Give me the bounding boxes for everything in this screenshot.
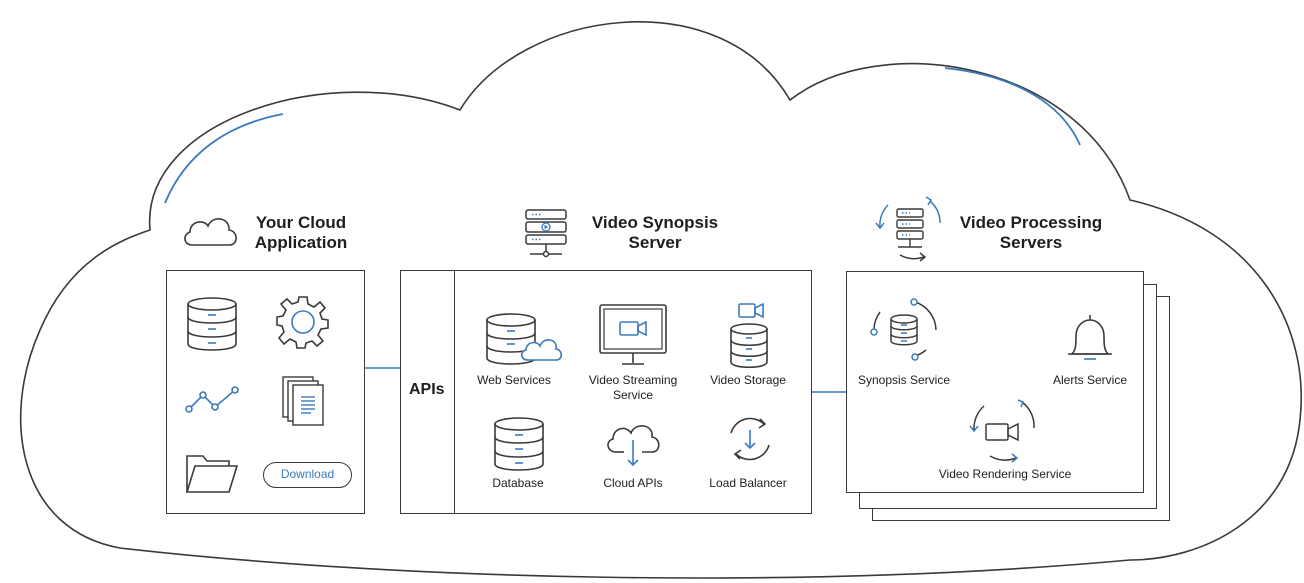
video-streaming-line1: Video Streaming — [588, 373, 678, 387]
database-label: Database — [492, 476, 544, 490]
database-cloud-icon — [486, 313, 563, 365]
load-balancer-icon — [730, 417, 770, 461]
processing-title-line2: Servers — [999, 233, 1063, 252]
video-rendering-label: Video Rendering Service — [938, 467, 1072, 481]
synopsis-title-line2: Server — [628, 233, 682, 252]
line-chart-icon — [185, 386, 239, 413]
gear-icon — [276, 296, 329, 349]
bell-icon — [1068, 315, 1112, 360]
app-title-line1: Your Cloud — [255, 213, 347, 232]
folder-icon — [185, 455, 239, 493]
video-streaming-label: Video Streaming Service — [578, 373, 688, 403]
synopsis-server-panel — [400, 270, 812, 514]
apis-label: APIs — [409, 381, 445, 398]
web-services-label: Web Services — [477, 373, 551, 387]
load-balancer-label: Load Balancer — [709, 476, 787, 490]
app-title-line2: Application — [254, 233, 348, 252]
database-icon — [187, 297, 237, 351]
download-button[interactable]: Download — [263, 462, 352, 488]
processing-servers-title: Video Processing Servers — [950, 213, 1112, 253]
video-storage-label: Video Storage — [710, 373, 786, 387]
camera-database-icon — [730, 302, 768, 369]
cloud-apis-label: Cloud APIs — [603, 476, 663, 490]
video-streaming-line2: Service — [612, 388, 653, 402]
database-sync-icon — [870, 298, 937, 361]
server-play-icon — [525, 209, 567, 258]
monitor-camera-icon — [599, 304, 667, 365]
processing-title-line1: Video Processing — [959, 213, 1103, 232]
processing-panel — [846, 271, 1144, 493]
database-icon — [494, 417, 544, 471]
cloud-icon — [184, 218, 237, 246]
synopsis-service-label: Synopsis Service — [857, 373, 951, 387]
camera-sync-icon — [969, 399, 1035, 463]
documents-icon — [282, 376, 324, 426]
alerts-service-label: Alerts Service — [1052, 373, 1128, 387]
server-sync-icon — [875, 196, 941, 262]
app-title: Your Cloud Application — [246, 213, 356, 253]
synopsis-title-line1: Video Synopsis — [591, 213, 719, 232]
cloud-download-icon — [607, 425, 660, 467]
apis-column — [400, 270, 455, 514]
synopsis-server-title: Video Synopsis Server — [582, 213, 728, 253]
